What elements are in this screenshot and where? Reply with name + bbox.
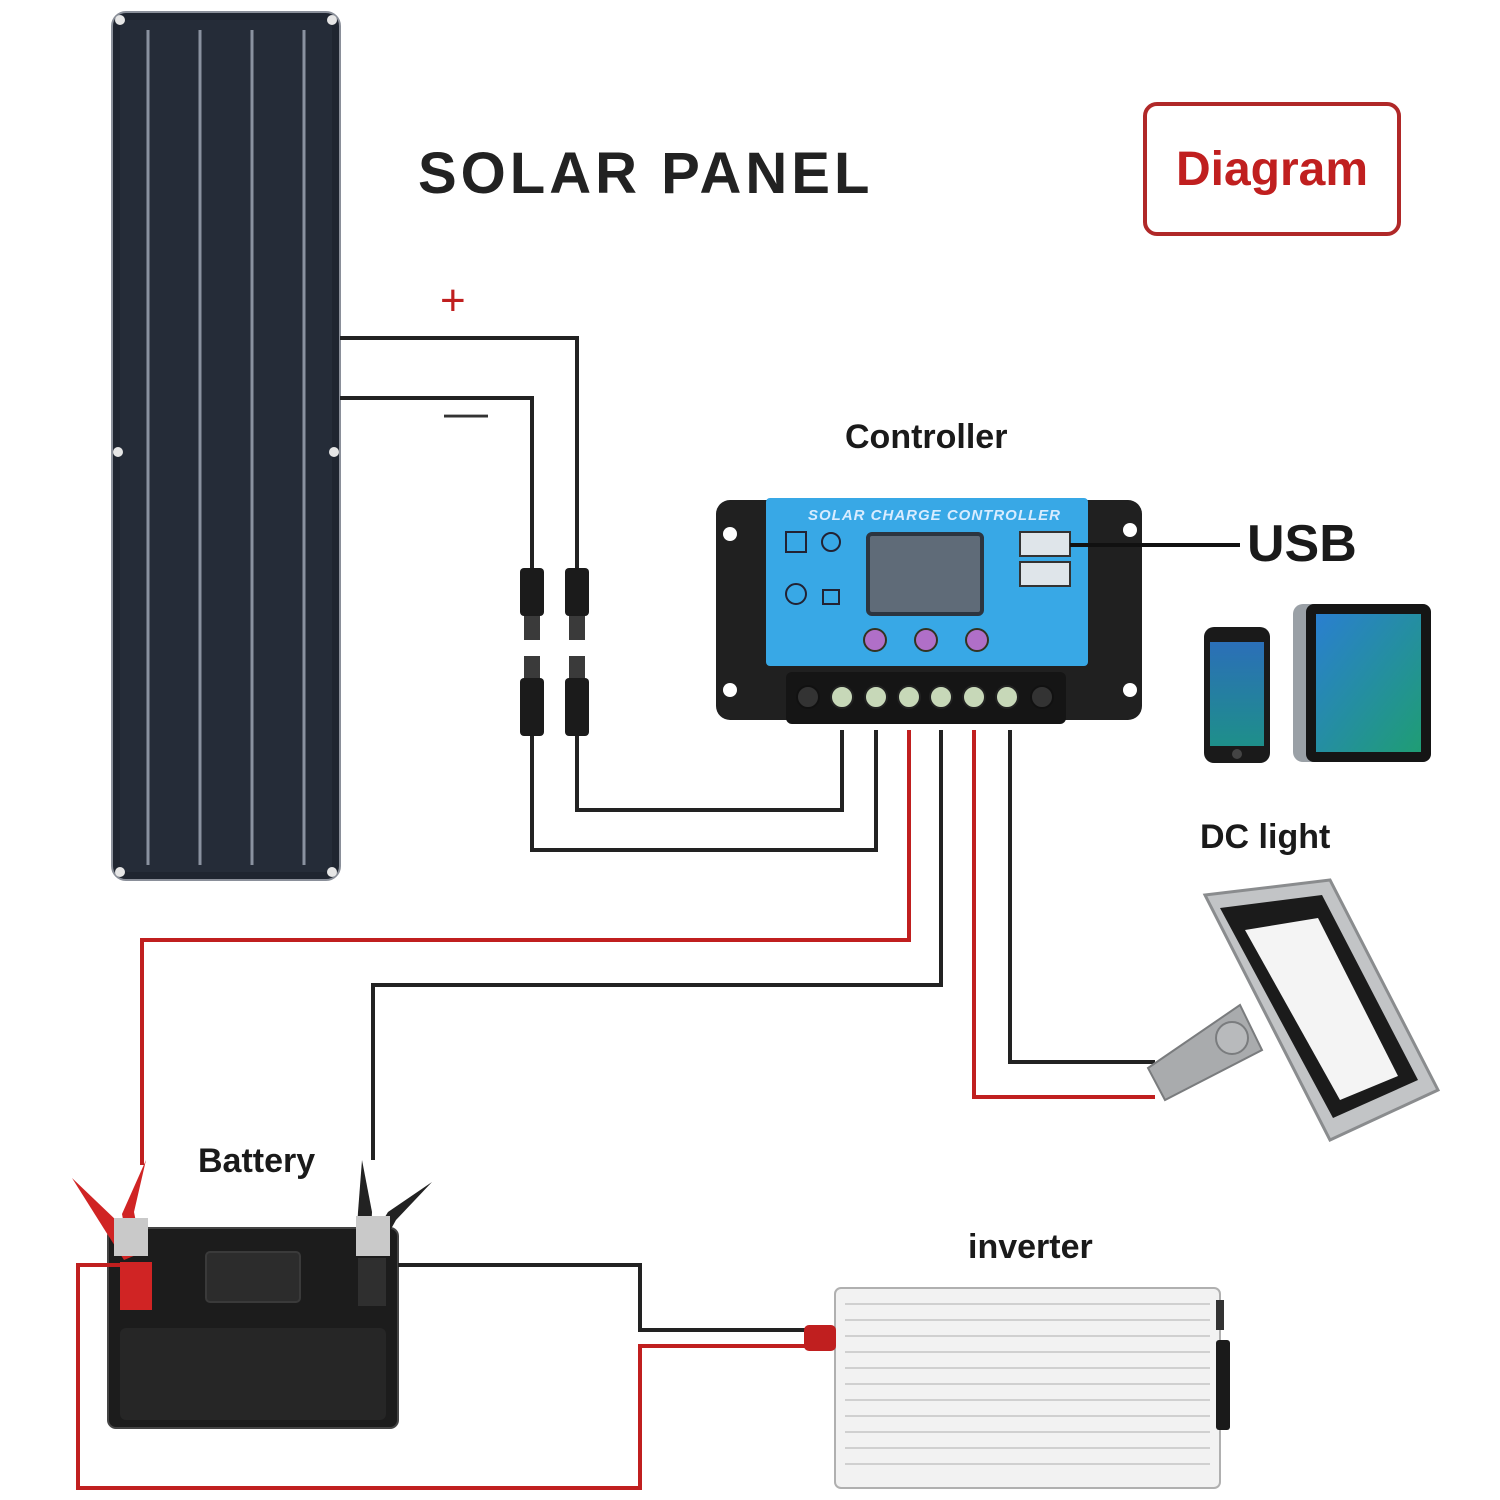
battery-negative-wire [371, 730, 943, 1160]
controller-status-icons [785, 531, 841, 605]
controller-pv-wire-2 [530, 730, 878, 852]
battery [72, 1160, 432, 1429]
load-negative-wire [1008, 730, 1155, 1064]
negative-polarity-label: — [444, 388, 488, 437]
positive-polarity-label: + [440, 276, 466, 325]
diagram-title: Diagram [1175, 142, 1369, 196]
charge-controller [716, 498, 1142, 724]
terminal-block [786, 672, 1066, 724]
mc4-connector-positive-bottom [565, 656, 589, 736]
battery-negative-terminal [358, 1258, 386, 1306]
inverter-negative-wire [398, 1263, 805, 1332]
solar-panel [111, 11, 341, 881]
dc-flood-light [1146, 878, 1441, 1142]
tablet [1293, 604, 1431, 762]
output-wires [140, 730, 1155, 1165]
inverter-positive-wire [76, 1263, 805, 1490]
battery-positive-wire [140, 730, 911, 1165]
usb-label: USB [1247, 515, 1357, 573]
inverter [804, 1287, 1230, 1489]
controller-label: Controller [845, 418, 1008, 456]
controller-pv-wire-1 [575, 730, 844, 812]
diagram-title-box: Diagram [1143, 102, 1401, 236]
load-positive-wire [972, 730, 1155, 1099]
panel-positive-wire [340, 336, 579, 570]
solar-panel-label: SOLAR PANEL [418, 141, 874, 206]
controller-face-text: SOLAR CHARGE CONTROLLER [808, 507, 1061, 524]
black-clamp [356, 1160, 432, 1256]
mc4-connector-positive-top [565, 568, 589, 640]
controller-buttons [863, 628, 989, 652]
battery-positive-terminal [120, 1262, 152, 1310]
mc4-connector-negative-top [520, 568, 544, 640]
inverter-wires [76, 1263, 805, 1490]
mc4-connectors [520, 568, 589, 736]
inverter-label: inverter [968, 1228, 1093, 1266]
usb-ports [1019, 531, 1071, 587]
panel-wires [340, 336, 878, 852]
smartphone [1204, 627, 1270, 763]
panel-negative-wire [340, 396, 534, 570]
battery-label: Battery [198, 1142, 316, 1180]
dc-light-label: DC light [1200, 818, 1331, 856]
lcd-screen [866, 532, 984, 616]
inverter-input-terminal [804, 1325, 836, 1351]
red-clamp [72, 1160, 148, 1260]
mc4-connector-negative-bottom [520, 656, 544, 736]
